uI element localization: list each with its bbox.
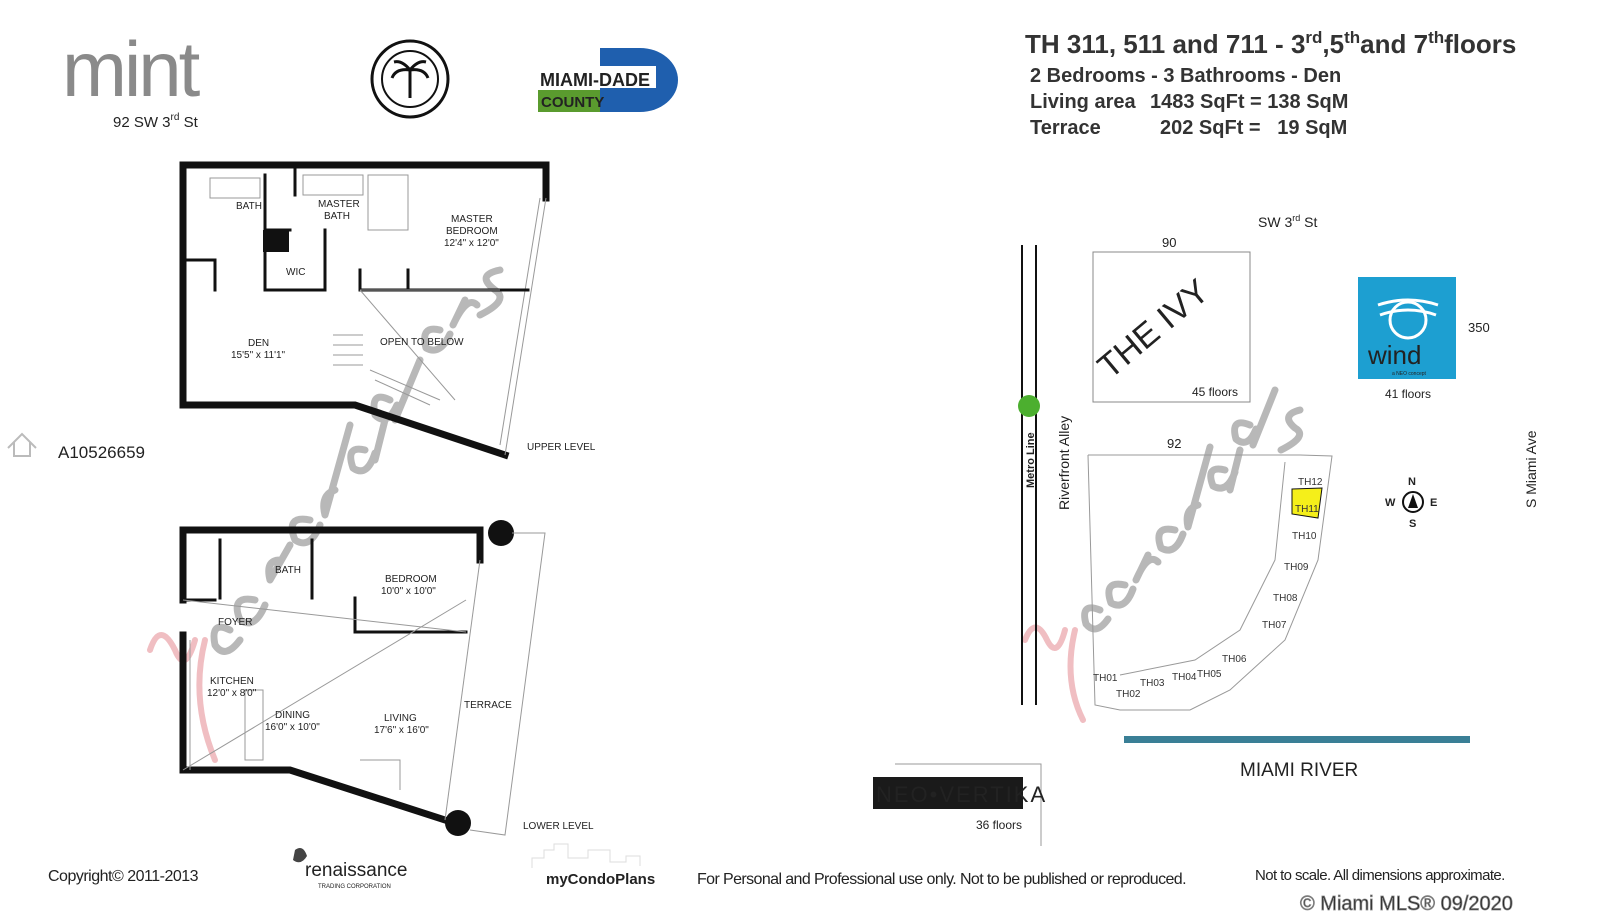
svg-text:LIVING: LIVING bbox=[384, 713, 417, 724]
svg-text:BEDROOM: BEDROOM bbox=[446, 226, 498, 237]
unit-label-th04: TH04 bbox=[1172, 672, 1197, 683]
svg-text:renaissance: renaissance bbox=[305, 860, 407, 881]
svg-text:10'0" x 10'0": 10'0" x 10'0" bbox=[381, 586, 436, 597]
svg-text:BATH: BATH bbox=[236, 201, 262, 212]
site-map: SW 3rd St Metro Line Riverfront Alley S … bbox=[873, 213, 1539, 846]
brand-address: 92 SW 3rd St bbox=[113, 112, 199, 131]
city-of-miami-seal bbox=[370, 39, 450, 119]
miami-dade-county-logo: MIAMI-DADE COUNTY bbox=[538, 48, 678, 112]
th11-highlight bbox=[1291, 487, 1323, 519]
svg-text:myCondoPlans: myCondoPlans bbox=[546, 871, 655, 888]
svg-text:17'6" x 16'0": 17'6" x 16'0" bbox=[374, 725, 429, 736]
brand-name: mint bbox=[62, 25, 201, 113]
svg-text:16'0" x 10'0": 16'0" x 10'0" bbox=[265, 722, 320, 733]
unit-label-th12: TH12 bbox=[1298, 477, 1323, 488]
terrace-area-value: 202 SqFt = 19 SqM bbox=[1160, 117, 1347, 139]
metro-station-icon bbox=[1018, 395, 1040, 417]
neo-vertika-logo bbox=[873, 777, 1023, 809]
living-area-label: Living area bbox=[1030, 91, 1136, 113]
home-icon bbox=[7, 432, 37, 457]
svg-text:NEO•VERTIKA: NEO•VERTIKA bbox=[876, 782, 1047, 807]
svg-text:N: N bbox=[1408, 476, 1416, 488]
svg-text:Riverfront Alley: Riverfront Alley bbox=[1056, 416, 1072, 510]
svg-text:WIC: WIC bbox=[286, 267, 305, 278]
renaissance-logo: renaissance TRADING CORPORATION bbox=[293, 848, 407, 890]
svg-text:BATH: BATH bbox=[275, 565, 301, 576]
upper-level-plan: BATH MASTER BATH MASTER BEDROOM 12'4" x … bbox=[179, 161, 596, 460]
svg-text:BEDROOM: BEDROOM bbox=[385, 574, 437, 585]
svg-text:MASTER: MASTER bbox=[451, 214, 493, 225]
svg-text:BATH: BATH bbox=[324, 211, 350, 222]
svg-text:15'5" x 11'1": 15'5" x 11'1" bbox=[231, 350, 286, 361]
svg-text:A10526659: A10526659 bbox=[58, 443, 145, 462]
copyright: Copyright© 2011-2013 bbox=[48, 868, 199, 885]
svg-text:E: E bbox=[1430, 497, 1437, 509]
svg-text:OPEN TO BELOW: OPEN TO BELOW bbox=[380, 337, 464, 348]
street-label: SW 3rd St bbox=[1258, 213, 1317, 230]
unit-summary: 2 Bedrooms - 3 Bathrooms - Den bbox=[1030, 65, 1341, 87]
svg-text:MIAMI-DADE: MIAMI-DADE bbox=[540, 70, 650, 90]
lower-level-label: LOWER LEVEL bbox=[523, 821, 594, 832]
svg-text:92: 92 bbox=[1167, 436, 1181, 451]
unit-label-th03: TH03 bbox=[1140, 678, 1165, 689]
wind-building-logo bbox=[1358, 277, 1456, 379]
lower-level-plan: BATH BEDROOM 10'0" x 10'0" FOYER KITCHEN… bbox=[179, 520, 594, 836]
unit-label-th11: TH11 bbox=[1295, 504, 1319, 515]
svg-text:S Miami Ave: S Miami Ave bbox=[1523, 430, 1539, 508]
svg-text:a NEO concept: a NEO concept bbox=[1392, 371, 1427, 377]
mls-watermark: © Miami MLS® 09/2020 bbox=[1300, 893, 1513, 915]
svg-text:TRADING CORPORATION: TRADING CORPORATION bbox=[318, 884, 391, 890]
unit-label-th08: TH08 bbox=[1273, 593, 1298, 604]
svg-text:12'4" x 12'0": 12'4" x 12'0" bbox=[444, 238, 499, 249]
svg-text:12'0" x 8'0": 12'0" x 8'0" bbox=[207, 688, 257, 699]
watermark-left bbox=[147, 266, 504, 763]
svg-text:Metro Line: Metro Line bbox=[1025, 432, 1037, 488]
listing-id: A10526659 bbox=[7, 432, 145, 462]
unit-label-th07: TH07 bbox=[1262, 620, 1287, 631]
svg-text:41 floors: 41 floors bbox=[1385, 387, 1431, 401]
svg-text:COUNTY: COUNTY bbox=[541, 94, 604, 111]
compass: N W E S bbox=[1385, 476, 1437, 530]
mint-logo: mint 92 SW 3rd St bbox=[62, 25, 204, 131]
miami-river-line bbox=[1124, 736, 1470, 743]
svg-text:MASTER: MASTER bbox=[318, 199, 360, 210]
unit-label-th02: TH02 bbox=[1116, 689, 1141, 700]
svg-text:KITCHEN: KITCHEN bbox=[210, 676, 254, 687]
unit-label-th10: TH10 bbox=[1292, 531, 1317, 542]
scale-disclaimer: Not to scale. All dimensions approximate… bbox=[1255, 867, 1505, 884]
watermark-right bbox=[1022, 386, 1304, 723]
svg-text:wind: wind bbox=[1367, 340, 1421, 370]
svg-text:350: 350 bbox=[1468, 320, 1490, 335]
terrace-area-label: Terrace bbox=[1030, 117, 1101, 139]
upper-level-label: UPPER LEVEL bbox=[527, 442, 596, 453]
usage-notice: For Personal and Professional use only. … bbox=[697, 871, 1186, 888]
living-area-value: 1483 SqFt = 138 SqM bbox=[1150, 91, 1348, 113]
svg-text:FOYER: FOYER bbox=[218, 617, 252, 628]
svg-text:W: W bbox=[1385, 497, 1396, 509]
unit-label-th09: TH09 bbox=[1284, 562, 1309, 573]
svg-text:S: S bbox=[1409, 518, 1416, 530]
unit-title: TH 311, 511 and 711 - 3rd,5thand 7thfloo… bbox=[1025, 28, 1516, 59]
svg-text:DINING: DINING bbox=[275, 710, 310, 721]
miami-river-label: MIAMI RIVER bbox=[1240, 760, 1358, 781]
svg-text:90: 90 bbox=[1162, 235, 1176, 250]
the-ivy-building bbox=[1092, 251, 1251, 403]
svg-text:DEN: DEN bbox=[248, 338, 269, 349]
svg-text:45 floors: 45 floors bbox=[1192, 385, 1238, 399]
unit-label-th06: TH06 bbox=[1222, 654, 1247, 665]
unit-label-th01: TH01 bbox=[1093, 673, 1118, 684]
svg-text:TERRACE: TERRACE bbox=[464, 700, 512, 711]
unit-label-th05: TH05 bbox=[1197, 669, 1222, 680]
mycondoplans-logo: myCondoPlans bbox=[531, 843, 655, 888]
svg-text:36 floors: 36 floors bbox=[976, 818, 1022, 832]
